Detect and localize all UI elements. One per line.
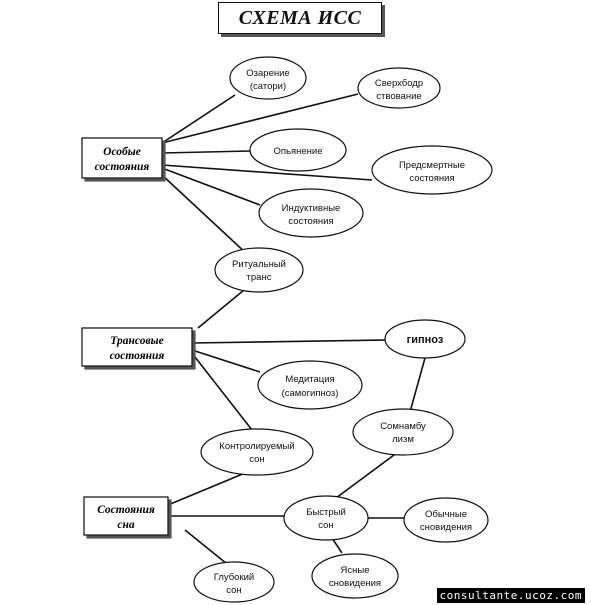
node-ritual-trance: Ритуальный транс [214,247,304,293]
edge-special-satori [161,94,236,144]
node-lucid-dreams-line2: сновидения [329,578,381,589]
group-sleep-line1: Состояния [97,504,155,516]
node-satori: Озарение (сатори) [229,56,307,100]
node-lucid-dreams: Ясные сновидения [311,553,399,599]
node-deep-sleep: Глубокий сон [193,561,275,603]
edge-ritual-trance [197,289,245,329]
node-meditation-line1: Медитация [285,374,334,385]
node-somnambulism: Сомнамбу лизм [352,408,454,456]
edge-trance-meditation [191,349,261,373]
node-satori-line1: Озарение [246,68,289,79]
edge-special-ritual [161,174,249,256]
edge-special-intoxication [161,150,251,154]
edge-sleep-deep [184,529,233,569]
group-special-line1: Особые [103,146,141,158]
node-ordinary-dreams-line1: Обычные [425,509,467,520]
diagram-title-box: СХЕМА ИСС [218,2,382,34]
edge-special-supercourage [161,93,359,144]
edge-rem-somnambulism [335,451,399,499]
node-intoxication-line1: Опьянение [274,146,323,157]
node-ordinary-dreams: Обычные сновидения [403,497,489,543]
edge-special-neardeath [161,164,373,181]
node-ritual-trance-line2: транс [247,272,272,283]
edge-hypnosis-somnambulism [409,357,426,413]
node-satori-line2: (сатори) [250,81,286,92]
edge-controlled-sleep [167,472,246,506]
node-rem-sleep: Быстрый сон [283,495,369,541]
node-near-death-line2: состояния [409,173,454,184]
node-rem-sleep-line1: Быстрый [306,507,346,518]
source-watermark: consultante.ucoz.com [436,588,585,603]
node-induced-line2: состояния [288,216,333,227]
edge-trance-hypnosis [191,339,387,344]
edge-rem-lucid [331,537,343,554]
node-supercourage-line1: Сверхбодр [375,78,423,89]
node-controlled-sleep-line1: Контролируемый [219,441,294,452]
node-rem-sleep-line2: сон [318,520,333,531]
node-meditation-line2: (самогипноз) [282,388,339,399]
node-controlled-sleep-line2: сон [249,454,264,465]
node-near-death-line1: Предсмертные [399,160,465,171]
node-supercourage: Сверхбодр ствование [357,67,441,109]
node-somnambulism-line1: Сомнамбу [380,421,426,432]
connector-lines [161,93,426,569]
group-special-line2: состояния [95,161,150,173]
group-sleep-line2: сна [117,519,134,531]
node-intoxication: Опьянение [249,128,347,172]
node-induced-line1: Индуктивные [282,203,341,214]
node-deep-sleep-line2: сон [226,585,241,596]
node-induced: Индуктивные состояния [258,188,364,238]
group-trance: Трансовые состояния [81,327,193,367]
node-controlled-sleep: Контролируемый сон [200,428,314,476]
edge-special-induced [161,167,261,206]
node-lucid-dreams-line1: Ясные [341,565,370,576]
diagram-title: СХЕМА ИСС [238,6,362,29]
group-trance-line2: состояния [110,350,165,362]
node-ritual-trance-line1: Ритуальный [232,259,286,270]
group-special: Особые состояния [81,137,163,179]
node-ordinary-dreams-line2: сновидения [420,522,472,533]
node-hypnosis-line1: гипноз [407,334,444,346]
node-somnambulism-line2: лизм [392,434,414,445]
node-near-death: Предсмертные состояния [371,145,493,195]
node-hypnosis: гипноз [384,319,466,359]
node-meditation: Медитация (самогипноз) [257,360,363,410]
group-trance-line1: Трансовые [110,335,163,347]
node-supercourage-line2: ствование [376,91,421,102]
group-sleep: Состояния сна [83,496,169,536]
node-deep-sleep-line1: Глубокий [214,572,255,583]
edge-trance-controlled [194,356,253,431]
